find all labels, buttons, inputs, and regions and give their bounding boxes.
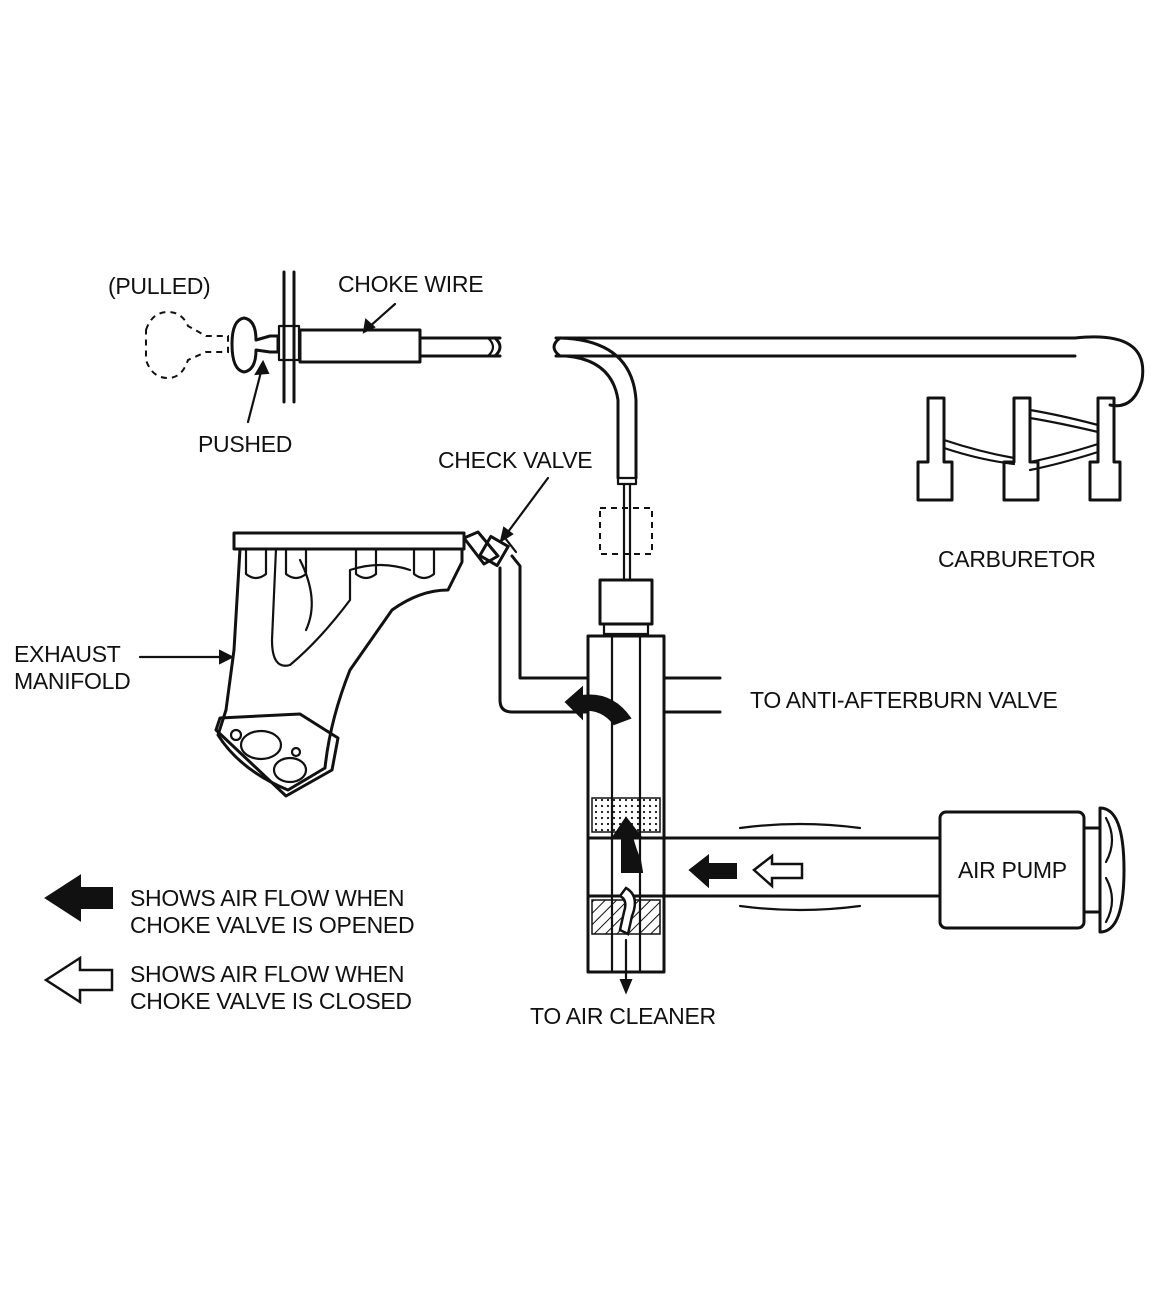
pushed-label: PUSHED — [198, 431, 293, 457]
air-pump-hose — [662, 822, 942, 912]
pushed-leader — [246, 359, 270, 424]
flow-arrow-opened-middle — [612, 816, 644, 873]
choke-cable-run — [552, 335, 1145, 582]
check-valve-leader — [499, 476, 550, 544]
check-valve-body — [462, 530, 518, 568]
exhaust-manifold-label-line1: EXHAUST — [14, 641, 121, 667]
legend-closed-line2: CHOKE VALVE IS CLOSED — [130, 988, 412, 1014]
carburetor-linkage — [916, 396, 1122, 502]
solid-arrow-left-icon — [44, 874, 113, 922]
hollow-arrow-left-icon — [43, 955, 114, 1005]
air-pump-body — [938, 806, 1126, 934]
choke-wire-label: CHOKE WIRE — [338, 271, 484, 297]
air-control-valve — [586, 578, 722, 995]
air-pipe-to-valve — [498, 554, 590, 714]
pulled-label: (PULLED) — [108, 273, 211, 299]
flow-arrow-opened-upper — [564, 685, 632, 726]
flow-arrow-opened-hose — [688, 853, 737, 889]
legend-closed-line1: SHOWS AIR FLOW WHEN — [130, 961, 405, 987]
exhaust-manifold-label-line2: MANIFOLD — [14, 668, 131, 694]
carburetor-label: CARBURETOR — [938, 546, 1096, 572]
legend-opened-line1: SHOWS AIR FLOW WHEN — [130, 885, 405, 911]
choke-wire-leader — [362, 302, 397, 334]
flow-arrow-closed-lower — [618, 886, 637, 936]
to-anti-afterburn-valve-label: TO ANTI-AFTERBURN VALVE — [750, 687, 1058, 713]
check-valve-label: CHECK VALVE — [438, 447, 593, 473]
exhaust-manifold-leader — [138, 649, 235, 665]
exhaust-manifold — [214, 531, 466, 798]
legend-opened-line2: CHOKE VALVE IS OPENED — [130, 912, 415, 938]
to-air-cleaner-label: TO AIR CLEANER — [530, 1003, 716, 1029]
flow-arrow-closed-hose — [752, 853, 804, 889]
choke-knob — [145, 270, 502, 404]
air-pump-label: AIR PUMP — [958, 857, 1067, 883]
